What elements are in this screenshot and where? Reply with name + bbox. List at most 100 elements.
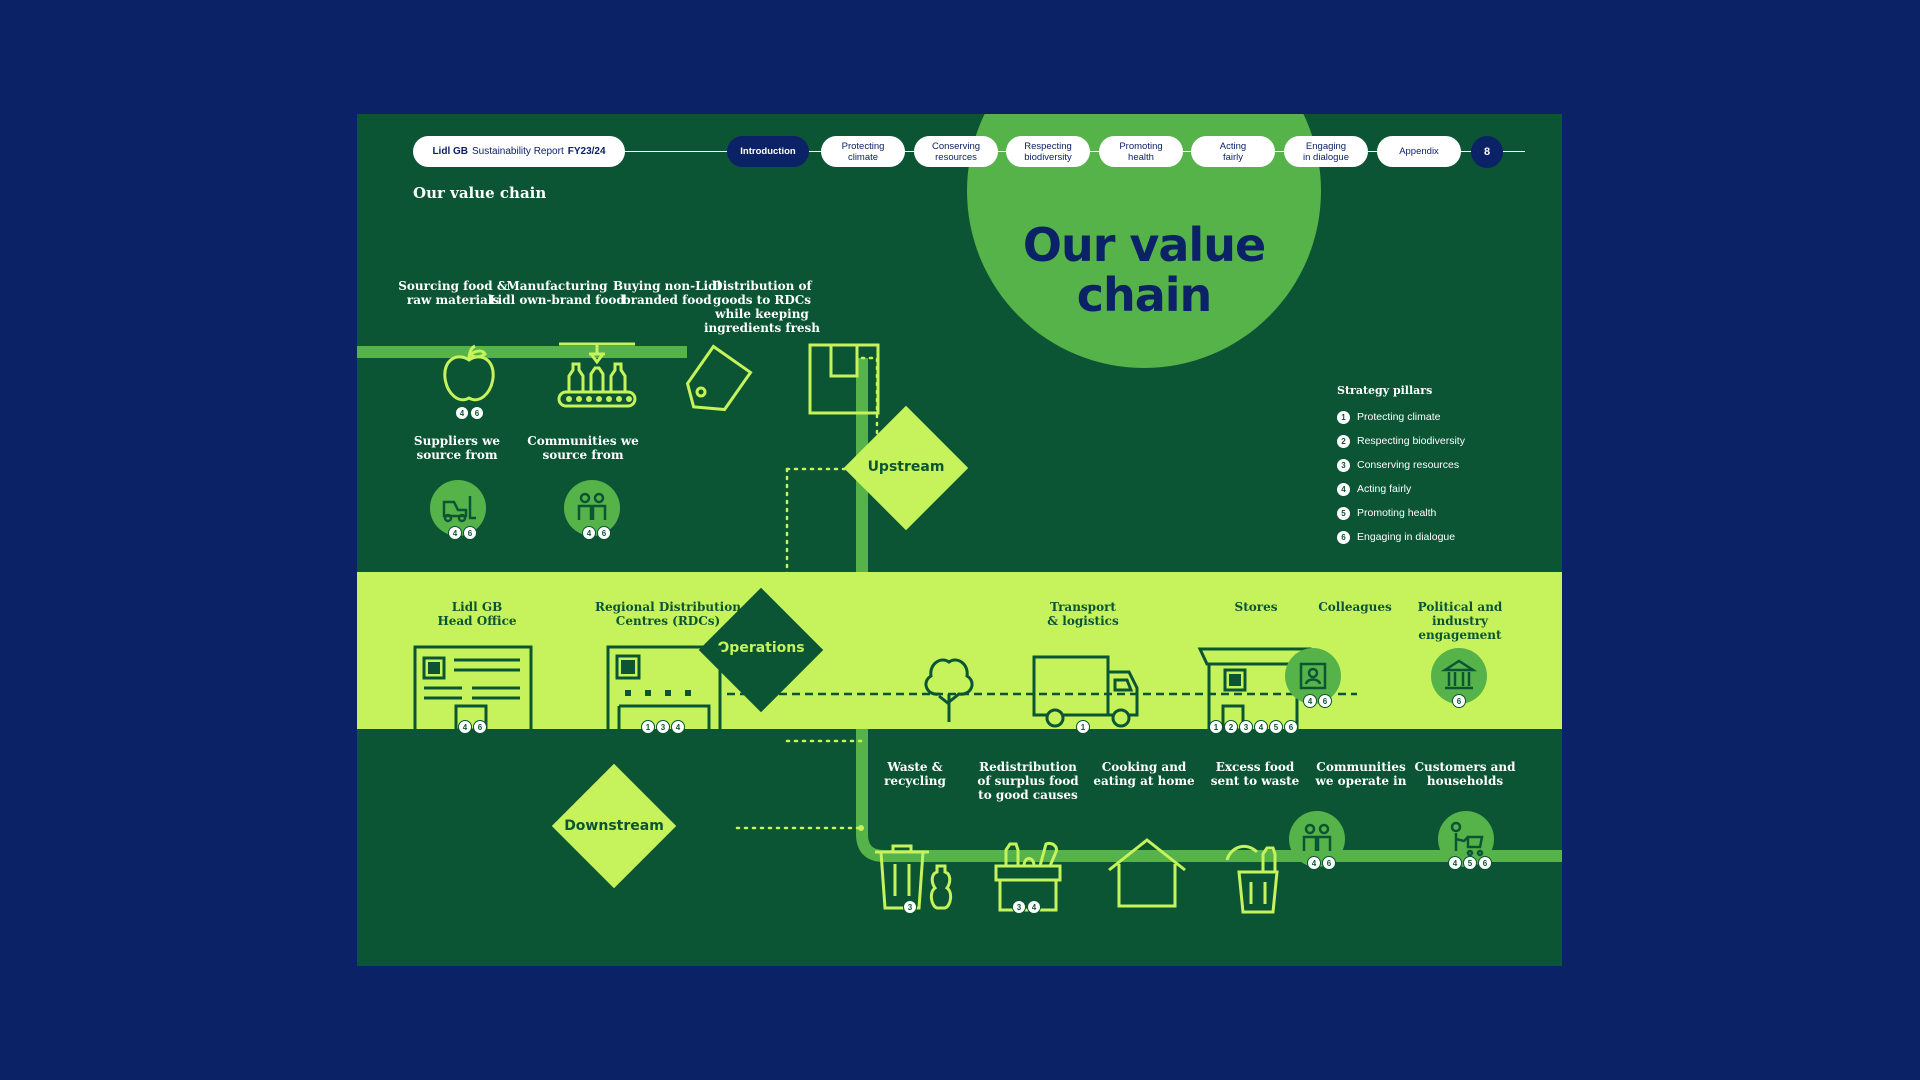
rdc-label: Regional Distribution Centres (RDCs): [595, 600, 741, 628]
pillar-badge: 4: [671, 720, 685, 734]
government-building-icon: [1440, 659, 1478, 690]
big-title: Our value chain: [1022, 218, 1266, 322]
customers-badges: 4 5 6: [1448, 856, 1492, 870]
office-building-icon: [413, 645, 533, 730]
tab-engaging-in-dialogue[interactable]: Engaging in dialogue: [1284, 136, 1368, 167]
upstream-item-non-lidl-label: Buying non-Lidl branded food: [612, 279, 722, 307]
tab-protecting-climate[interactable]: Protecting climate: [821, 136, 905, 167]
pillar-badge: 6: [470, 406, 484, 420]
pillar-label: Acting fairly: [1357, 483, 1412, 495]
pillar-badge: 6: [1478, 856, 1492, 870]
redistribution-badges: 3 4: [1012, 900, 1041, 914]
communities-source-badges: 4 6: [582, 526, 611, 540]
report-title-pill[interactable]: Lidl GB Sustainability Report FY23/24: [413, 136, 625, 167]
pillar-badge: 3: [1012, 900, 1026, 914]
cooking-home-label: Cooking and eating at home: [1093, 760, 1195, 788]
pillar-badge: 4: [1448, 856, 1462, 870]
people-icon: [577, 492, 607, 520]
communities-source-label: Communities we source from: [527, 434, 639, 462]
pillar-badge: 4: [1307, 856, 1321, 870]
tree-icon: [924, 658, 974, 722]
pillar-item: 6 Engaging in dialogue: [1337, 525, 1465, 549]
excess-food-label: Excess food sent to waste: [1210, 760, 1300, 788]
pillar-badge: 4: [1027, 900, 1041, 914]
apple-badges: 4 6: [455, 406, 484, 420]
rdc-badges: 1 3 4: [641, 720, 685, 734]
pillar-badge: 4: [1303, 694, 1317, 708]
tab-conserving-resources[interactable]: Conserving resources: [914, 136, 998, 167]
pillar-badge: 4: [582, 526, 596, 540]
pillar-badge: 6: [1284, 720, 1298, 734]
pillar-item: 5 Promoting health: [1337, 501, 1465, 525]
people-icon: [1302, 823, 1332, 851]
page-number: 8: [1471, 136, 1503, 168]
operations-label: Operations: [717, 640, 805, 656]
pillar-badge: 4: [1254, 720, 1268, 734]
tab-introduction[interactable]: Introduction: [727, 136, 809, 167]
pillar-badge: 3: [903, 900, 917, 914]
pillar-number: 4: [1337, 482, 1350, 496]
pillar-badge: 4: [455, 406, 469, 420]
shopping-trolley-icon: [1450, 821, 1484, 857]
report-name: Sustainability Report: [472, 146, 564, 157]
pillar-number: 6: [1337, 530, 1350, 544]
pillar-badge: 5: [1463, 856, 1477, 870]
stores-label: Stores: [1234, 600, 1278, 614]
head-office-label: Lidl GB Head Office: [437, 600, 517, 628]
forklift-icon: [442, 496, 476, 523]
warehouse-icon: [606, 645, 722, 730]
political-badges: 6: [1452, 694, 1466, 708]
home-icon: [1108, 838, 1186, 908]
pillar-label: Conserving resources: [1357, 459, 1460, 471]
pillar-badge: 1: [1076, 720, 1090, 734]
food-waste-icon: [1225, 844, 1279, 914]
pillar-label: Respecting biodiversity: [1357, 435, 1465, 447]
pillar-label: Engaging in dialogue: [1357, 531, 1456, 543]
box-icon: [808, 343, 880, 415]
pillar-badge: 4: [448, 526, 462, 540]
communities-operate-label: Communities we operate in: [1315, 760, 1407, 788]
apple-icon: [443, 344, 495, 402]
pillar-number: 5: [1337, 506, 1350, 520]
pillar-number: 2: [1337, 434, 1350, 448]
page-title: Our value chain: [413, 184, 547, 202]
pillar-badge: 6: [1318, 694, 1332, 708]
colleague-badge-icon: [1299, 662, 1327, 690]
tab-promoting-health[interactable]: Promoting health: [1099, 136, 1183, 167]
food-crate-icon: [994, 842, 1062, 912]
pillar-item: 2 Respecting biodiversity: [1337, 429, 1465, 453]
tab-acting-fairly[interactable]: Acting fairly: [1191, 136, 1275, 167]
pillar-label: Promoting health: [1357, 507, 1437, 519]
stores-badges: 1 2 3 4 5 6: [1209, 720, 1298, 734]
waste-recycling-label: Waste & recycling: [884, 760, 946, 788]
pillar-item: 3 Conserving resources: [1337, 453, 1465, 477]
pillar-badge: 6: [1452, 694, 1466, 708]
communities-operate-badges: 4 6: [1307, 856, 1336, 870]
factory-bottles-icon: [557, 342, 637, 408]
pillar-badge: 5: [1269, 720, 1283, 734]
pillar-badge: 1: [1209, 720, 1223, 734]
pillar-item: 4 Acting fairly: [1337, 477, 1465, 501]
pillar-badge: 6: [597, 526, 611, 540]
truck-icon: [1032, 655, 1139, 728]
pillar-badge: 6: [473, 720, 487, 734]
operations-band: [357, 572, 1562, 729]
price-tag-icon: [685, 344, 753, 412]
colleagues-badges: 4 6: [1303, 694, 1332, 708]
pillar-label: Protecting climate: [1357, 411, 1441, 423]
tab-appendix[interactable]: Appendix: [1377, 136, 1461, 167]
tab-respecting-biodiversity[interactable]: Respecting biodiversity: [1006, 136, 1090, 167]
pillar-number: 3: [1337, 458, 1350, 472]
pillar-badge: 6: [463, 526, 477, 540]
pillar-badge: 3: [656, 720, 670, 734]
downstream-label: Downstream: [564, 818, 664, 834]
transport-badges: 1: [1076, 720, 1090, 734]
upstream-label: Upstream: [867, 459, 945, 475]
upstream-item-distribution-label: Distribution of goods to RDCs while keep…: [703, 279, 820, 335]
strategy-pillars-title: Strategy pillars: [1337, 384, 1433, 397]
redistribution-label: Redistribution of surplus food to good c…: [977, 760, 1079, 802]
pillar-badge: 1: [641, 720, 655, 734]
head-office-badges: 4 6: [458, 720, 487, 734]
